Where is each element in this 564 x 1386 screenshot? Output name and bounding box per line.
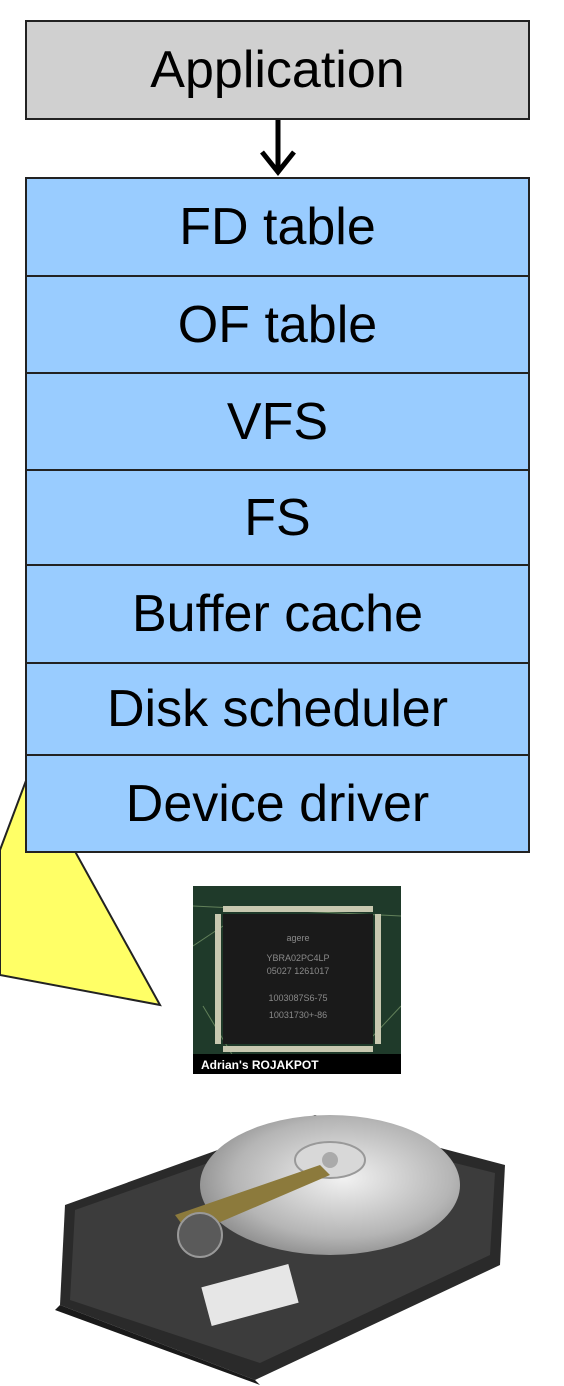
layer-label: FD table	[179, 198, 376, 256]
layer-vfs: VFS	[27, 374, 528, 471]
layer-fs: FS	[27, 471, 528, 566]
chip-watermark: Adrian's ROJAKPOT	[201, 1058, 319, 1072]
layer-label: Disk scheduler	[106, 680, 449, 738]
layer-label: Device driver	[125, 774, 430, 833]
layer-label: OF table	[177, 295, 378, 354]
hard-disk-image	[55, 1115, 505, 1385]
application-box: Application	[25, 20, 530, 120]
down-arrow-icon	[260, 120, 296, 177]
layer-disk-scheduler: Disk scheduler	[27, 664, 528, 756]
layer-device-driver: Device driver	[27, 756, 528, 851]
layer-fd-table: FD table	[27, 179, 528, 277]
svg-text:agere: agere	[286, 933, 309, 943]
layer-of-table: OF table	[27, 277, 528, 374]
layer-buffer-cache: Buffer cache	[27, 566, 528, 664]
svg-text:1003087S6-75: 1003087S6-75	[268, 993, 327, 1003]
controller-chip-image: agere YBRA02PC4LP 05027 1261017 1003087S…	[193, 886, 401, 1074]
layer-label: Buffer cache	[131, 585, 423, 643]
layer-stack: FD table OF table VFS FS Buffer cache Di…	[25, 177, 530, 853]
svg-text:YBRA02PC4LP: YBRA02PC4LP	[266, 953, 329, 963]
layer-label: FS	[244, 488, 311, 547]
svg-text:05027 1261017: 05027 1261017	[267, 966, 330, 976]
svg-text:10031730+-86: 10031730+-86	[269, 1010, 327, 1020]
application-label: Application	[150, 41, 405, 99]
layer-label: VFS	[226, 392, 329, 451]
